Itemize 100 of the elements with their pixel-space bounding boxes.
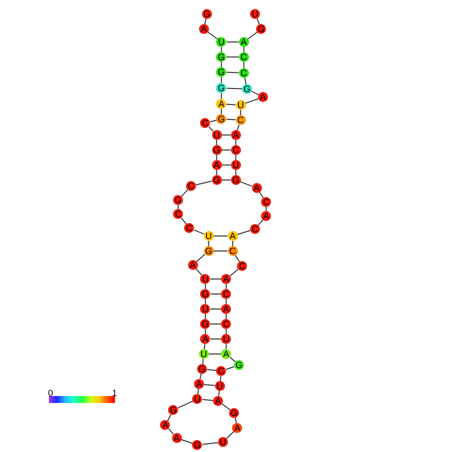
- backbone-line: [243, 46, 244, 52]
- nucleotide-circle: G: [216, 52, 226, 62]
- nucleotide-circle: C: [173, 209, 184, 219]
- backbone-line: [226, 430, 234, 440]
- nucleotide-circle: A: [238, 37, 249, 47]
- backbone-line: [226, 298, 227, 304]
- base-pair-line: [210, 338, 222, 340]
- nucleotide-circle: A: [228, 231, 238, 241]
- backbone-line: [177, 400, 194, 408]
- nucleotide-circle: G: [256, 24, 266, 34]
- nucleotide-circle: A: [221, 349, 232, 359]
- base-pair-line: [226, 118, 236, 120]
- backbone-line: [204, 314, 206, 320]
- backbone-line: [235, 154, 236, 160]
- base-pair-line: [221, 134, 232, 136]
- backbone-line: [244, 77, 247, 85]
- nucleotide-circle: U: [198, 349, 209, 359]
- backbone-line: [236, 230, 251, 235]
- backbone-line: [220, 62, 222, 68]
- backbone-line: [178, 204, 179, 210]
- nucleotide-circle: U: [212, 130, 222, 140]
- backbone-line: [247, 31, 258, 40]
- nucleotide-circle: G: [200, 289, 210, 299]
- nucleotide-circle: U: [204, 231, 214, 241]
- backbone-line: [235, 170, 236, 176]
- backbone-line: [222, 404, 231, 410]
- nucleotide-circle: C: [221, 319, 232, 329]
- nucleotide-circle: U: [200, 274, 210, 284]
- backbone-line: [181, 189, 188, 197]
- backbone-line: [220, 92, 222, 100]
- nucleotide-circle: G: [216, 83, 226, 93]
- nucleotide-circle: C: [250, 224, 260, 234]
- nucleotide-circle: G: [216, 114, 226, 124]
- backbone-line: [226, 366, 235, 370]
- backbone-line: [180, 439, 194, 444]
- nucleotide-circle: G: [230, 175, 241, 185]
- nucleotide-circle: G: [242, 84, 252, 94]
- backbone-line: [232, 240, 234, 246]
- backbone-line: [204, 343, 206, 350]
- nucleotide-circle: A: [221, 274, 232, 284]
- nucleotide-circle: G: [197, 364, 208, 374]
- nucleotide-circle: G: [216, 67, 226, 77]
- nucleotide-circle: G: [173, 195, 184, 205]
- backbone-line: [226, 284, 227, 290]
- nucleotide-circle: C: [216, 366, 226, 376]
- nucleotide-circle: U: [216, 37, 226, 47]
- nucleotide-circle: C: [236, 115, 246, 125]
- backbone-line: [230, 268, 239, 276]
- base-pair-line: [221, 164, 232, 166]
- nucleotide-circle: G: [229, 408, 240, 418]
- nucleotide-circle: A: [160, 420, 170, 430]
- backbone-line: [216, 140, 218, 146]
- nucleotide-circle: A: [216, 99, 226, 109]
- backbone-line: [200, 373, 202, 380]
- nucleotide-circle: C: [228, 246, 238, 256]
- nucleotide-circle: U: [236, 100, 246, 110]
- backbone-line: [202, 442, 219, 445]
- nucleotide-circle: C: [237, 261, 248, 271]
- backbone-line: [168, 428, 174, 435]
- backbone-line: [234, 417, 237, 424]
- backbone-line: [204, 284, 206, 290]
- backbone-line: [202, 358, 204, 365]
- base-pair-line: [226, 104, 236, 106]
- backbone-line: [220, 46, 222, 52]
- nucleotide-circle: C: [186, 181, 196, 191]
- backbone-line: [207, 31, 218, 40]
- base-pair-line: [226, 72, 240, 74]
- nucleotide-circle: U: [218, 437, 228, 447]
- nucleotide-circle: U: [221, 334, 232, 344]
- nucleotide-circle: G: [202, 9, 212, 19]
- backbone-line: [256, 18, 260, 25]
- backbone-line: [208, 240, 210, 246]
- base-pair-line: [226, 56, 240, 58]
- base-pair-line: [226, 88, 242, 90]
- backbone-line: [220, 108, 222, 114]
- nucleotide-circle: C: [238, 68, 249, 78]
- nucleotide-circle: A: [258, 92, 268, 102]
- backbone-line: [196, 254, 206, 262]
- nucleotide-circle: G: [212, 175, 222, 185]
- backbone-line: [243, 62, 244, 68]
- nucleotide-circle: U: [192, 394, 202, 404]
- nucleotide-circle: C: [230, 145, 241, 155]
- backbone-line: [220, 375, 222, 382]
- nucleotide-circle: A: [230, 130, 241, 140]
- nucleotide-circle: C: [221, 289, 232, 299]
- backbone-line: [195, 180, 212, 186]
- nucleotide-circle: U: [230, 160, 241, 170]
- scale-tick-label: 1: [112, 388, 118, 398]
- backbone-line: [167, 414, 172, 422]
- backbone-line: [235, 140, 236, 146]
- backbone-line: [236, 124, 240, 131]
- nucleotide-circle: C: [200, 118, 210, 128]
- backbone-line: [208, 126, 214, 132]
- base-pair-line: [203, 384, 216, 386]
- backbone-line: [218, 390, 220, 397]
- backbone-line: [240, 110, 242, 116]
- backbone-line: [244, 98, 259, 104]
- backbone-line: [194, 229, 204, 235]
- backbone-line: [204, 328, 206, 334]
- backbone-line: [204, 298, 206, 304]
